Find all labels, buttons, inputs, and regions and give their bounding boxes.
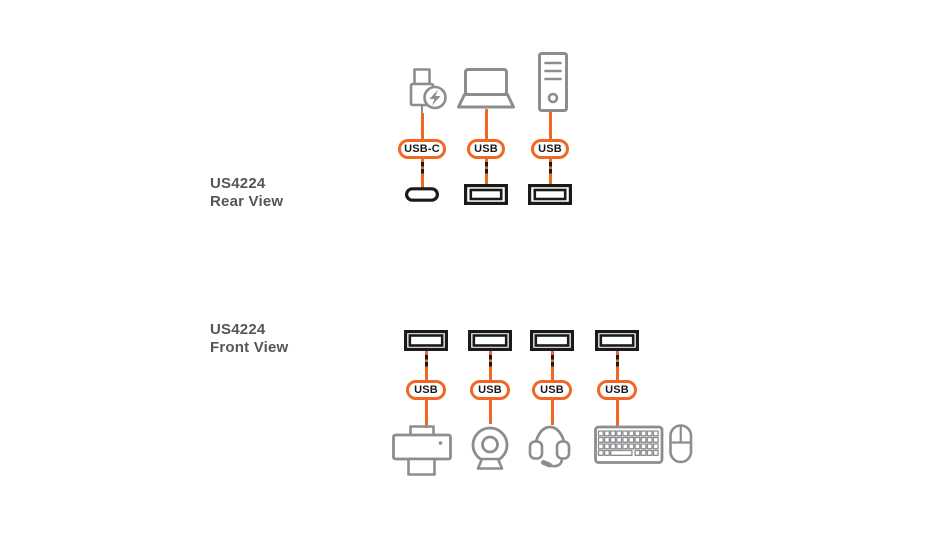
front-view-model: US4224 — [210, 321, 266, 338]
usb-badge: USB — [532, 380, 572, 400]
usb-badge: USB — [597, 380, 637, 400]
rear-view-label: US4224 Rear View — [210, 175, 283, 211]
front-view-caption: Front View — [210, 339, 289, 356]
desktop-pc-icon — [538, 52, 568, 112]
usb-c-port — [405, 187, 439, 202]
wire-break-dashes — [424, 355, 428, 367]
rear-view-caption: Rear View — [210, 193, 284, 210]
usb-a-port — [528, 184, 572, 205]
webcam-icon — [471, 426, 509, 470]
usb-badge: USB — [531, 139, 569, 159]
usb-cable-wire — [488, 397, 492, 424]
mouse-icon — [669, 424, 693, 464]
usb-cable-wire — [548, 110, 552, 141]
wire-break-dashes — [420, 162, 424, 174]
usb-c-power-adapter-icon — [409, 68, 447, 114]
usb-cable-wire — [484, 109, 488, 141]
usb-badge: USB — [406, 380, 446, 400]
usb-a-port — [595, 330, 639, 351]
usb-cable-wire — [424, 397, 428, 428]
wire-break-dashes — [550, 355, 554, 367]
keyboard-icon — [594, 425, 664, 464]
usb-cable-wire — [420, 113, 424, 141]
usb-cable-wire — [615, 397, 619, 428]
usb-badge: USB — [467, 139, 505, 159]
rear-view-model: US4224 — [210, 175, 266, 192]
wire-break-dashes — [488, 355, 492, 367]
usb-a-port — [468, 330, 512, 351]
wire-break-dashes — [484, 162, 488, 174]
usb-cable-wire — [550, 397, 554, 425]
front-view-label: US4224 Front View — [210, 321, 288, 357]
usb-c-badge: USB-C — [398, 139, 446, 159]
headset-icon — [528, 425, 571, 468]
usb-a-port — [530, 330, 574, 351]
usb-a-port — [404, 330, 448, 351]
usb-a-port — [464, 184, 508, 205]
wire-break-dashes — [615, 355, 619, 367]
wire-break-dashes — [548, 162, 552, 174]
printer-icon — [392, 425, 452, 476]
laptop-icon — [457, 68, 515, 109]
usb-badge: USB — [470, 380, 510, 400]
